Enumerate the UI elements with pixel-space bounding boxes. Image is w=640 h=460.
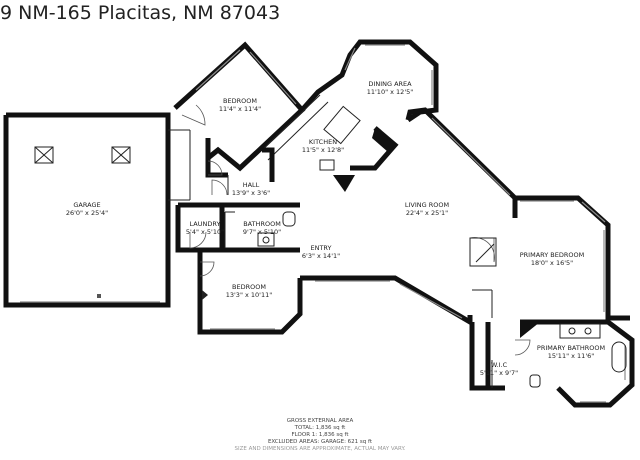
room-labels: GARAGE 26'0" x 25'4" BEDROOM 11'4" x 11'… — [66, 80, 605, 377]
kitchen-dining-walls — [261, 39, 439, 192]
primary-bath-dims: 15'11" x 11'6" — [548, 352, 594, 360]
area-excluded: EXCLUDED AREAS: GARAGE: 621 sq ft — [267, 439, 373, 445]
bedroom-bottom-dims: 13'3" x 10'11" — [226, 291, 272, 299]
kitchen-label: KITCHEN — [309, 138, 337, 146]
primary-bath-walls — [485, 319, 635, 408]
vanity-icon — [559, 323, 601, 339]
bathroom-dims: 9'7" x 5'10" — [243, 228, 281, 236]
kitchen-dims: 11'5" x 12'8" — [302, 146, 344, 154]
page-title: 9 NM-165 Placitas, NM 87043 — [0, 2, 281, 24]
garage-label: GARAGE — [73, 201, 100, 209]
garage-skylight-right — [111, 146, 131, 164]
primary-bedroom-walls — [469, 195, 630, 391]
wic-dims: 5'11" x 9'7" — [480, 369, 518, 377]
primary-toilet-icon — [529, 374, 541, 388]
area-disclaimer: SIZE AND DIMENSIONS ARE APPROXIMATE, ACT… — [234, 446, 406, 452]
primary-bath-label: PRIMARY BATHROOM — [537, 344, 605, 352]
primary-bedroom-label: PRIMARY BEDROOM — [520, 251, 584, 259]
laundry-bath-walls — [175, 205, 300, 253]
toilet-icon — [282, 211, 296, 227]
area-heading: GROSS EXTERNAL AREA — [286, 418, 354, 424]
bedroom-top-dims: 11'4" x 11'4" — [219, 105, 261, 113]
bathroom-label: BATHROOM — [243, 220, 281, 228]
area-floor: FLOOR 1: 1,836 sq ft — [291, 432, 349, 438]
living-room-walls — [300, 107, 518, 327]
entry-label: ENTRY — [310, 244, 331, 252]
dining-label: DINING AREA — [368, 80, 412, 88]
primary-bedroom-dims: 18'0" x 16'5" — [531, 259, 573, 267]
living-dims: 22'4" x 25'1" — [406, 209, 448, 217]
fireplace-icon — [469, 237, 497, 267]
corridor-walls — [168, 129, 191, 201]
bedroom-bottom-label: BEDROOM — [232, 283, 266, 291]
dining-dims: 11'10" x 12'5" — [367, 88, 413, 96]
garage-walls — [3, 112, 171, 308]
garage-dims: 26'0" x 25'4" — [66, 209, 108, 217]
kitchen-island — [323, 105, 361, 145]
area-summary: GROSS EXTERNAL AREA TOTAL: 1,836 sq ft F… — [220, 418, 420, 453]
laundry-label: LAUNDRY — [190, 220, 221, 228]
hall-dims: 13'9" x 3'6" — [232, 189, 270, 197]
bedroom-bottom-walls — [197, 250, 303, 335]
wic-label: W.I.C — [491, 361, 508, 369]
laundry-dims: 5'4" x 5'10" — [186, 228, 224, 236]
hall-label: HALL — [243, 181, 260, 189]
sink-icon — [257, 232, 275, 247]
bathtub-icon — [611, 341, 627, 373]
garage-skylight-left — [34, 146, 54, 164]
area-total: TOTAL: 1,836 sq ft — [294, 425, 346, 431]
entry-dims: 6'3" x 14'1" — [302, 252, 340, 260]
bedroom-top-label: BEDROOM — [223, 97, 257, 105]
living-label: LIVING ROOM — [405, 201, 449, 209]
hall-walls — [178, 158, 300, 208]
